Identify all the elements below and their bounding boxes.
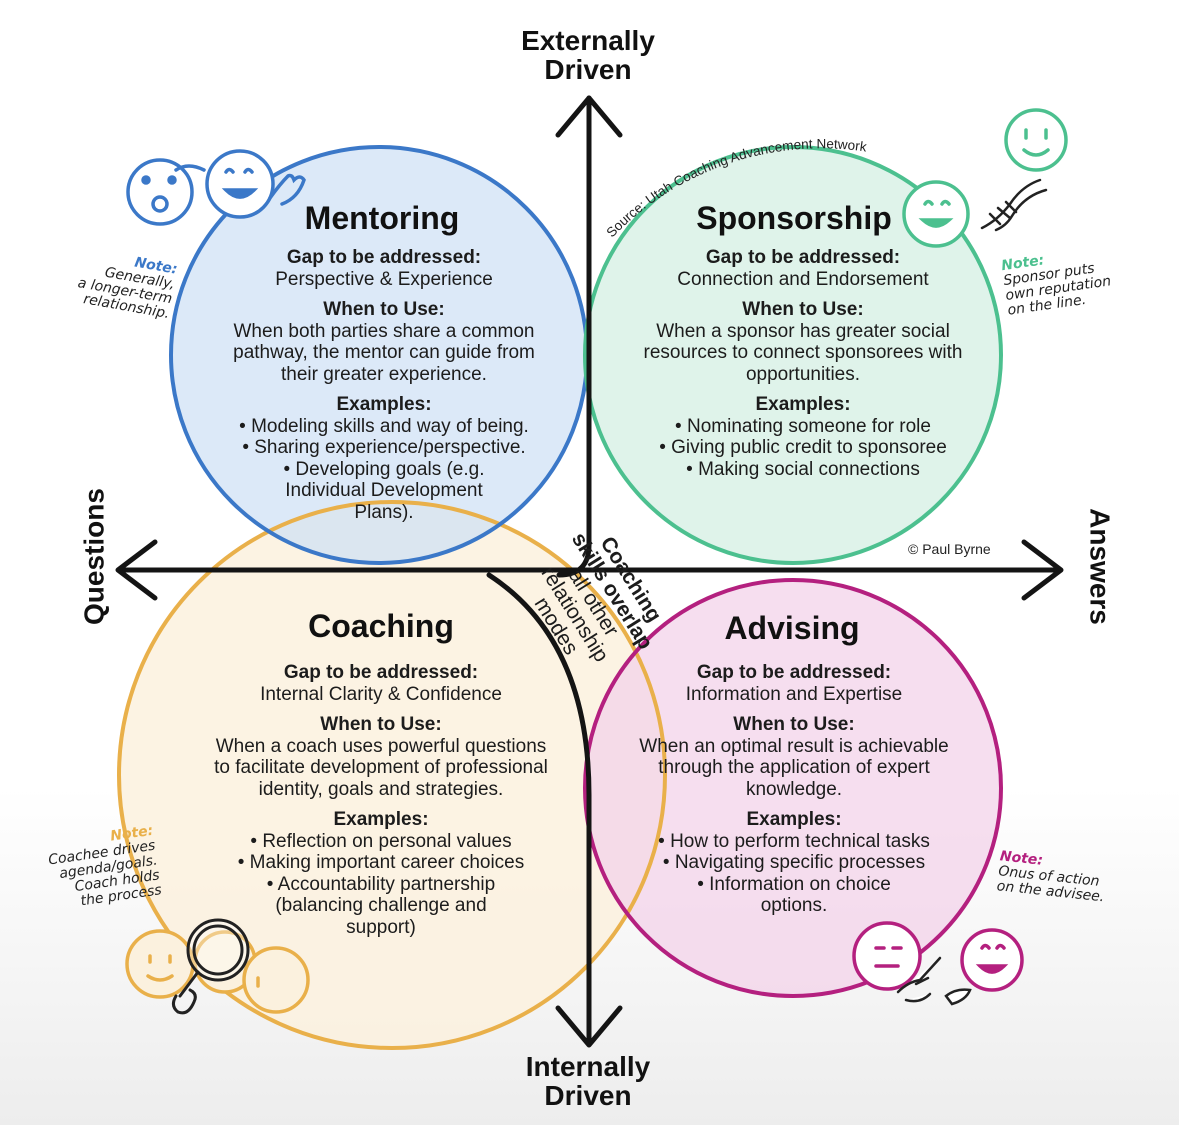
coaching-circle — [117, 500, 667, 1050]
axes — [115, 95, 1064, 1048]
sponsorship-when-line: resources to connect sponsorees with — [643, 342, 963, 363]
sponsorship-title: Sponsorship — [696, 200, 892, 236]
credit-label: © Paul Byrne — [908, 541, 991, 557]
axis-top-line-2: Driven — [544, 54, 632, 85]
advising-examples-heading: Examples: — [746, 809, 842, 830]
mentoring-example: • Developing goals (e.g. — [283, 458, 485, 480]
sponsorship-gap-text: Connection and Endorsement — [677, 268, 929, 290]
advising-gap-heading: Gap to be addressed: — [696, 662, 892, 683]
coaching-content: Gap to be addressed: Internal Clarity & … — [176, 662, 586, 938]
sponsorship-faces-icon — [902, 108, 1068, 248]
arrow-right — [1021, 539, 1064, 601]
mentoring-example: Plans). — [354, 501, 414, 523]
axis-bottom-line-2: Driven — [544, 1080, 632, 1111]
advising-content: Gap to be addressed: Information and Exp… — [604, 662, 984, 917]
advising-faces-icon — [852, 921, 1024, 992]
mentoring-gap-heading: Gap to be addressed: — [286, 247, 482, 268]
mentoring-when-line: When both parties share a common — [233, 320, 535, 342]
vertical-axis-lower — [486, 572, 592, 1043]
arrow-up — [555, 95, 623, 138]
mentoring-content: Gap to be addressed: Perspective & Exper… — [199, 247, 569, 523]
coaching-gap-heading: Gap to be addressed: — [283, 662, 479, 683]
coaching-example: • Accountability partnership — [266, 873, 496, 895]
coaching-circle-fill — [119, 502, 665, 1048]
advising-circle-fill — [585, 580, 1001, 996]
mentoring-example: Individual Development — [285, 480, 483, 501]
advising-when-line: through the application of expert — [658, 757, 930, 778]
advising-circle — [583, 578, 1003, 998]
axis-bottom-label: Internally Driven — [490, 1052, 686, 1110]
advising-example: • Navigating specific processes — [662, 852, 926, 873]
mentoring-title: Mentoring — [304, 200, 460, 236]
arrow-down — [555, 1005, 623, 1048]
coaching-title: Coaching — [308, 608, 454, 644]
coaching-when-line: to facilitate development of professiona… — [214, 757, 548, 778]
sponsorship-content: Gap to be addressed: Connection and Endo… — [608, 247, 998, 480]
coaching-example: support) — [346, 916, 416, 938]
sponsorship-examples-heading: Examples: — [755, 394, 851, 415]
coaching-example: • Reflection on personal values — [250, 830, 512, 852]
handshake-icon — [980, 178, 1048, 232]
coaching-when-line: When a coach uses powerful questions — [215, 735, 547, 757]
axis-bottom-line-1: Internally — [525, 1051, 651, 1082]
coaching-example: (balancing challenge and — [275, 895, 487, 916]
advising-example: • Information on choice — [697, 873, 891, 895]
mentoring-when-heading: When to Use: — [323, 299, 445, 320]
advising-title: Advising — [724, 610, 860, 646]
sponsorship-example: • Nominating someone for role — [675, 415, 931, 437]
coaching-example: • Making important career choices — [237, 852, 525, 873]
sponsorship-circle-fill — [585, 147, 1001, 563]
coaching-examples-heading: Examples: — [333, 809, 429, 830]
sponsorship-gap-heading: Gap to be addressed: — [705, 247, 901, 268]
advising-gap-text: Information and Expertise — [685, 683, 903, 705]
mentoring-faces-icon — [126, 149, 306, 226]
arrow-left — [115, 539, 158, 601]
coaching-when-line: identity, goals and strategies. — [258, 778, 504, 800]
mentoring-when-line: their greater experience. — [281, 363, 487, 385]
advising-when-heading: When to Use: — [733, 714, 855, 735]
coaching-gap-text: Internal Clarity & Confidence — [260, 683, 502, 705]
sponsorship-when-line: opportunities. — [745, 363, 861, 385]
sponsorship-circle — [583, 145, 1003, 565]
advising-when-line: knowledge. — [745, 778, 843, 800]
coaching-faces-icon — [125, 929, 310, 1014]
mentoring-examples-heading: Examples: — [336, 394, 432, 415]
sponsorship-example: • Giving public credit to sponsoree — [659, 437, 947, 458]
sponsorship-when-line: When a sponsor has greater social — [656, 320, 950, 342]
mentoring-gap-text: Perspective & Experience — [275, 268, 493, 290]
coaching-when-heading: When to Use: — [320, 714, 442, 735]
advising-when-line: When an optimal result is achievable — [639, 735, 949, 757]
advising-example: • How to perform technical tasks — [658, 830, 930, 852]
mentoring-example: • Sharing experience/perspective. — [242, 437, 526, 458]
magnifier-icon — [171, 918, 250, 1015]
axis-top-label: Externally Driven — [490, 26, 686, 84]
advising-example: options. — [760, 895, 828, 916]
sponsorship-when-heading: When to Use: — [742, 299, 864, 320]
mentoring-example: • Modeling skills and way of being. — [239, 415, 529, 437]
axis-top-line-1: Externally — [521, 25, 655, 56]
axis-left-label: Questions — [78, 488, 110, 625]
mentoring-when-line: pathway, the mentor can guide from — [233, 342, 535, 363]
axis-right-label: Answers — [1084, 508, 1116, 625]
pointing-hands-icon — [896, 956, 972, 1006]
mentoring-circle-fill — [171, 147, 587, 563]
sponsorship-example: • Making social connections — [686, 458, 920, 480]
